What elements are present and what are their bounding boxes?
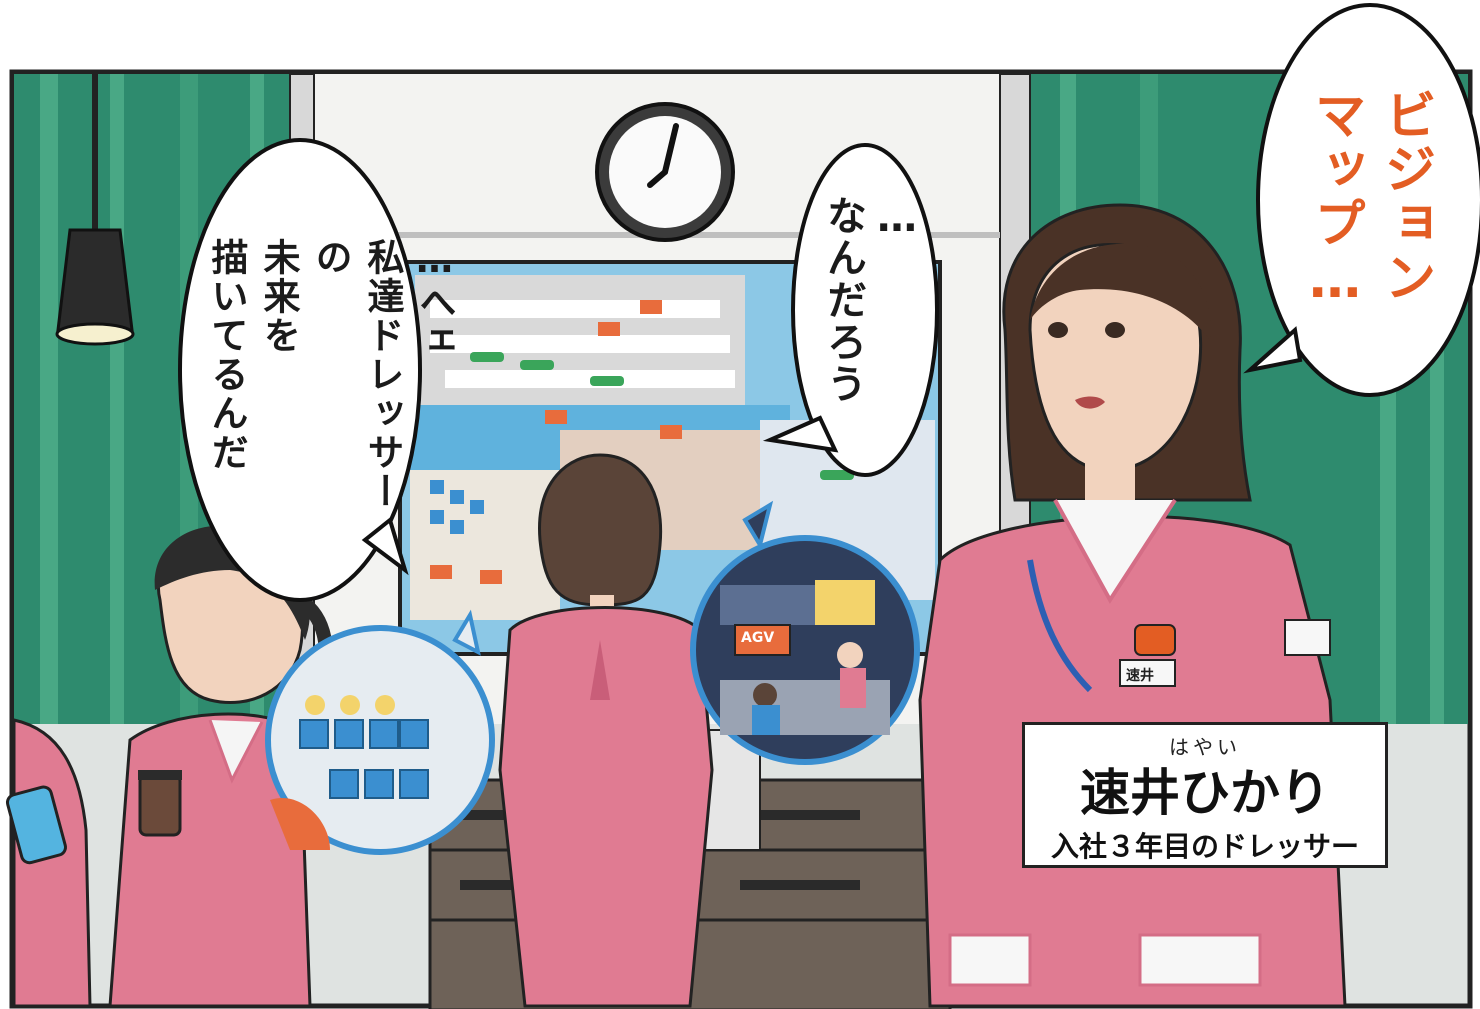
name-furigana: はやい [1169, 735, 1241, 759]
name-tag-label: 速井 [1126, 668, 1154, 684]
left-edge-person [5, 718, 92, 1008]
bubble-left-line-3: 未来を [257, 238, 300, 355]
bubble-left-line-4: 描いてるんだ [205, 238, 248, 472]
character-name: 速井ひかり [1080, 764, 1330, 822]
bubble-center-line-2: なんだろう [820, 195, 866, 405]
poster-agv-label: AGV [741, 630, 775, 646]
zoom-circle-agv [690, 535, 920, 765]
bubble-text-center: … なんだろう [816, 195, 924, 435]
bubble-right-line-1: ビジョン [1375, 88, 1435, 304]
speech-bubble-left [178, 138, 422, 602]
bubble-left-line-1: …へェ [413, 238, 456, 361]
back-view-woman [498, 453, 714, 1008]
speech-bubble-right [1243, 3, 1480, 397]
bubble-text-right: ビジョン マップ… [1300, 88, 1440, 348]
character-name-card: はやい 速井ひかり 入社３年目のドレッサー [1022, 722, 1388, 868]
bubble-center-line-1: … [874, 195, 920, 243]
zoom-circle-seats [265, 625, 495, 855]
character-description: 入社３年目のドレッサー [1050, 830, 1359, 863]
wall-clock [595, 102, 735, 242]
speech-bubble-center [762, 143, 939, 477]
bubble-left-line-2: 私達ドレッサーの [309, 238, 404, 511]
bubble-text-left: …へェ 私達ドレッサーの 未来を 描いてるんだ [200, 238, 460, 538]
bubble-right-line-2: マップ… [1305, 88, 1365, 312]
pendant-lamp [55, 74, 135, 346]
